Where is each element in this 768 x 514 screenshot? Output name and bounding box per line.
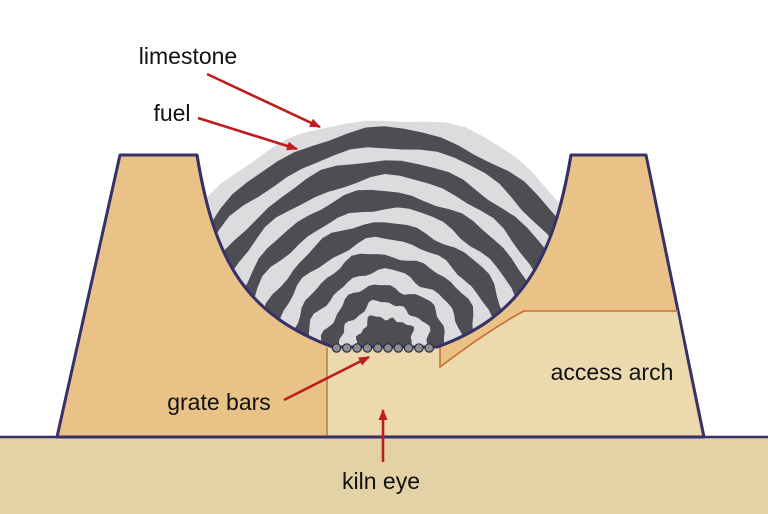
grate-bars	[331, 343, 434, 353]
access-arch-label: access arch	[551, 359, 674, 385]
grate-bar	[414, 343, 424, 353]
kiln-eye-label: kiln eye	[342, 468, 420, 494]
grate-bar	[372, 343, 383, 353]
fuel-layer	[351, 315, 417, 347]
grate-bars-arrow	[283, 355, 370, 402]
grate-bar	[424, 343, 434, 353]
grate-bar	[393, 343, 404, 353]
grate-bar	[362, 343, 373, 353]
access-arch-outline	[439, 310, 678, 369]
grate-bar	[383, 343, 393, 353]
limestone-arrow	[206, 72, 321, 129]
fuel-layer	[320, 284, 445, 347]
grate-bar	[331, 343, 342, 353]
grate-bar	[352, 343, 362, 353]
grate-bar	[341, 343, 352, 353]
limestone-label: limestone	[139, 43, 237, 69]
fuel-arrow	[197, 116, 298, 151]
fuel-label: fuel	[153, 100, 190, 126]
kiln-eye-and-access-arch-interior	[327, 311, 701, 435]
grate-bar	[403, 343, 414, 353]
grate-bars-label: grate bars	[167, 389, 271, 415]
